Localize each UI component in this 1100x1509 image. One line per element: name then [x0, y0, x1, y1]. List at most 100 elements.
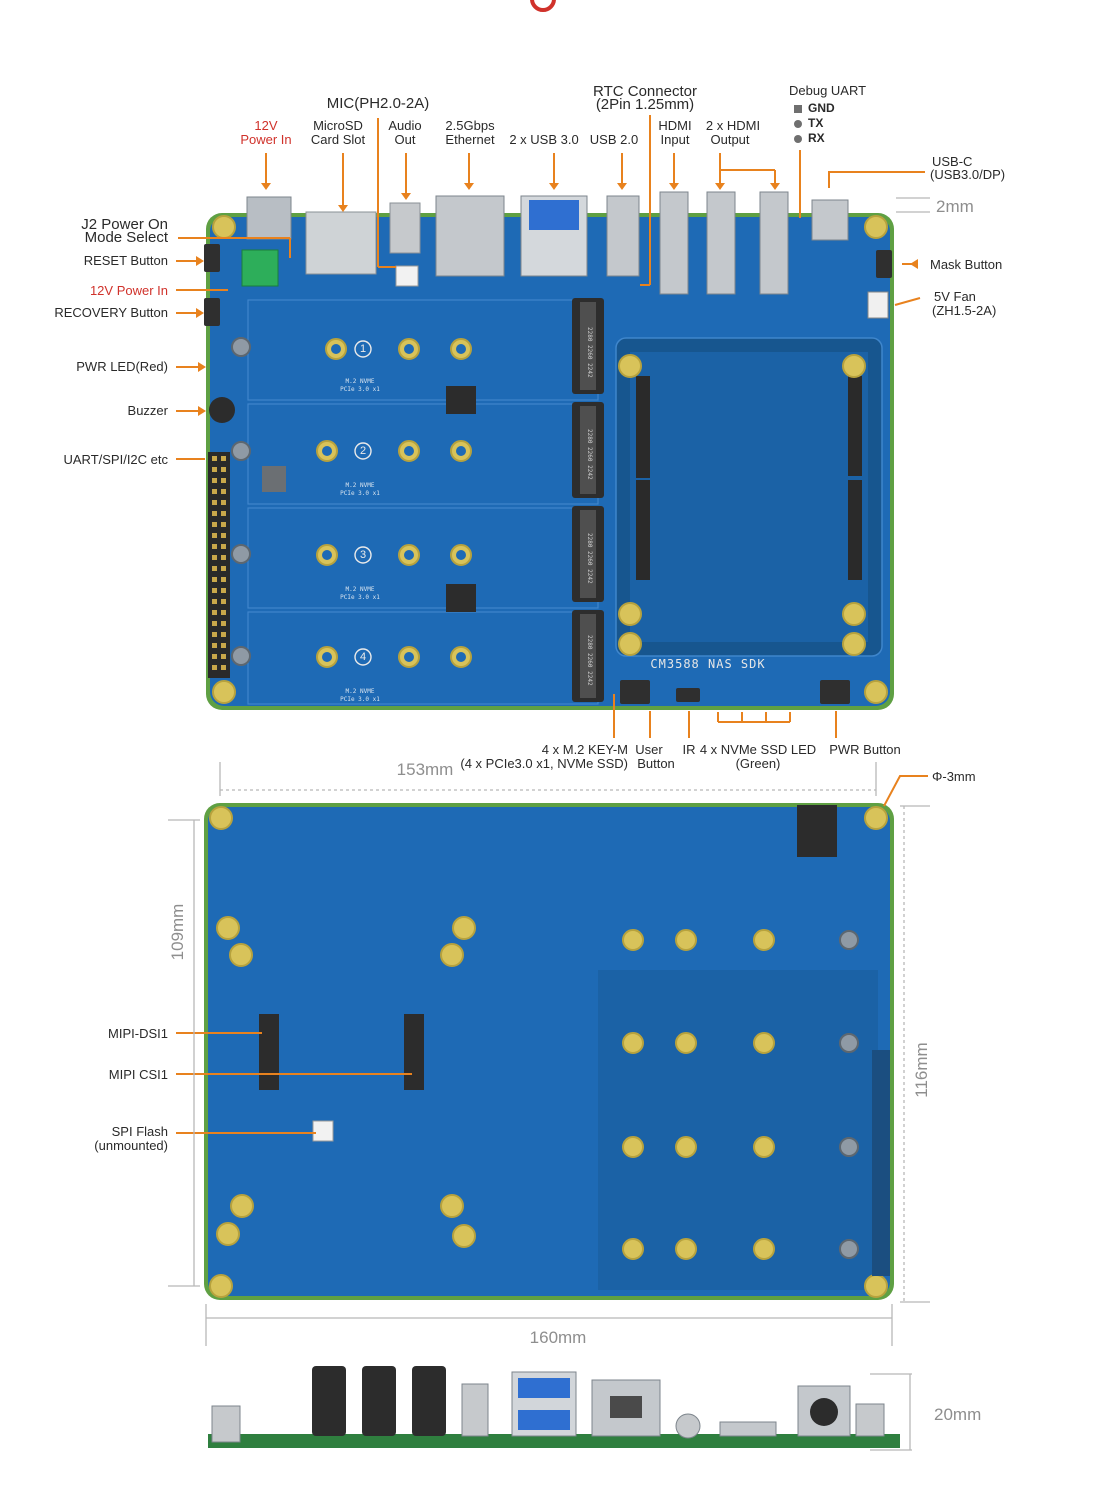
label-12v-power-in: 12V Power In: [89, 283, 168, 298]
hdmi-out-port-2: [759, 191, 789, 295]
label-usb2: USB 2.0: [589, 132, 639, 147]
side-microsd: [719, 1421, 777, 1437]
gpio-pin: [221, 456, 226, 461]
gpio-pin: [221, 643, 226, 648]
label-ethernet-line1: 2.5Gbps: [445, 118, 495, 133]
slot-silk-label: M.2 NVME: [345, 482, 375, 489]
gpio-pin: [212, 632, 217, 637]
gpio-pin: [212, 511, 217, 516]
gpio-pin: [221, 588, 226, 593]
fan-connector: [867, 291, 889, 319]
debug-uart-pinout: GND TX RX: [794, 101, 835, 146]
label-j2-line2: Mode Select: [84, 229, 168, 246]
gpio-pin: [221, 621, 226, 626]
label-user-button-line1: User: [635, 742, 663, 757]
left-screws: [231, 337, 251, 666]
mipi-dsi-connector: [259, 1014, 279, 1090]
gpio-pin: [221, 478, 226, 483]
side-pcb: [208, 1434, 900, 1448]
side-audio: [675, 1413, 701, 1439]
gpio-pin: [221, 522, 226, 527]
label-uart-spi-i2c: UART/SPI/I2C etc: [63, 452, 168, 467]
label-12v-top-line1: 12V: [254, 118, 278, 133]
label-user-button-line2: Button: [637, 756, 675, 771]
label-mipi-dsi: MIPI-DSI1: [108, 1026, 168, 1041]
power-terminal: [241, 249, 279, 287]
slot-number: 2: [359, 445, 367, 457]
m2-chip-label: 2280 2260 2242: [586, 533, 593, 584]
module-mount-pads: [618, 354, 866, 656]
board-corner-pads: [212, 215, 888, 704]
m2-chip-label: 2280 2260 2242: [586, 429, 593, 480]
gpio-pin: [212, 654, 217, 659]
gpio-pin: [212, 610, 217, 615]
back-gpio-pads: [872, 1050, 890, 1276]
gpio-pins: [212, 456, 226, 670]
label-rtc-line1: RTC Connector: [593, 83, 697, 100]
label-m2-line1: 4 x M.2 KEY-M: [541, 742, 628, 757]
gpio-pin: [221, 544, 226, 549]
m2-standoff-pads: [316, 338, 472, 668]
label-ssd-led-line1: 4 x NVMe SSD LED: [699, 742, 817, 757]
label-recovery-button: RECOVERY Button: [54, 305, 168, 320]
label-spi-flash-line2: (unmounted): [94, 1138, 168, 1153]
gpio-header: [208, 452, 230, 678]
gpio-pin: [212, 544, 217, 549]
gpio-pin: [212, 566, 217, 571]
label-m2-line2: (4 x PCIe3.0 x1, NVMe SSD): [460, 756, 628, 771]
dot-marker-icon: [794, 134, 802, 143]
label-mask-button: Mask Button: [930, 257, 1003, 272]
mic-connector: [395, 265, 419, 287]
gpio-pin: [212, 555, 217, 560]
back-module-area: [598, 970, 878, 1290]
gpio-pin: [212, 599, 217, 604]
gpio-pin: [212, 467, 217, 472]
dim-20mm: 20mm: [934, 1405, 982, 1424]
square-marker-icon: [794, 104, 802, 113]
dim-116mm: 116mm: [912, 1042, 931, 1098]
usbc-port: [811, 199, 849, 241]
label-mipi-csi: MIPI CSI1: [108, 1067, 168, 1082]
gpio-pin: [212, 500, 217, 505]
slot-number-circles: [354, 340, 372, 666]
label-reset-button: RESET Button: [83, 253, 168, 268]
label-usb3: 2 x USB 3.0: [509, 132, 579, 147]
m2-chip-label: 2280 2260 2242: [586, 327, 593, 378]
gpio-pin: [212, 533, 217, 538]
slot-silk-label: M.2 NVME: [345, 378, 375, 385]
slot-silk-label: PCIe 3.0 x1: [340, 696, 380, 703]
label-12v-top-line2: Power In: [240, 132, 292, 147]
side-jack-right: [855, 1403, 885, 1437]
gpio-pin: [221, 632, 226, 637]
back-gray-screws: [839, 930, 859, 1259]
cm3588-module-inner: [630, 352, 868, 642]
label-microsd-line1: MicroSD: [313, 118, 363, 133]
switch-chips: [446, 386, 476, 612]
side-view: [208, 1366, 900, 1448]
pin-tx: TX: [794, 116, 835, 131]
label-hdmi-out-line2: Output: [710, 132, 750, 147]
label-pwr-led: PWR LED(Red): [76, 359, 168, 374]
usb2-port: [606, 195, 640, 277]
pin-gnd: GND: [794, 101, 835, 116]
gpio-pin: [212, 621, 217, 626]
gpio-pin: [212, 665, 217, 670]
hdmi-in-port: [659, 191, 689, 295]
label-hdmi-in-line2: Input: [660, 132, 690, 147]
microsd-slot: [305, 211, 377, 275]
label-usbc-line1: USB-C: [932, 154, 973, 169]
dim-160mm: 160mm: [529, 1328, 587, 1347]
front-board: [204, 191, 894, 710]
label-ir: IR: [682, 742, 696, 757]
dimension-lines: [168, 197, 930, 1451]
side-hdmi-1: [312, 1366, 346, 1436]
label-audio-line1: Audio: [388, 118, 422, 133]
dim-2mm: 2mm: [936, 197, 974, 216]
spi-flash-footprint: [312, 1120, 334, 1142]
leader-arrowheads: [196, 183, 918, 416]
gpio-pin: [212, 489, 217, 494]
label-fan-line1: 5V Fan: [934, 289, 976, 304]
slot-silk-label: M.2 NVME: [345, 688, 375, 695]
back-board: [204, 803, 894, 1300]
